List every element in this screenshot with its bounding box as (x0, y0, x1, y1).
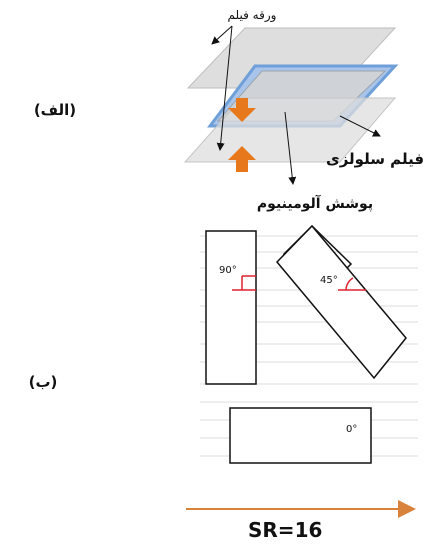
film-sheet-label: ورقه فیلم (227, 8, 277, 22)
cellulose-film-label: فیلم سلولزی (325, 150, 425, 168)
cellulose-leader (339, 115, 381, 137)
angle-45-label: 45° (320, 275, 338, 286)
part-b-label: (ب) (28, 373, 58, 391)
sr-label: SR=16 (248, 518, 322, 542)
angle-45-mark (338, 277, 366, 291)
angle-90-label: 90° (219, 265, 237, 276)
orientation-panel (200, 222, 418, 472)
sample-45-body (275, 224, 407, 380)
right-angle-mark (232, 275, 256, 291)
part-a-label: (الف) (33, 101, 77, 119)
angle-0-label: 0° (346, 424, 358, 435)
aluminum-coating-label: پوشش آلومینیوم (256, 196, 374, 212)
aluminum-leader (284, 111, 297, 185)
sample-90 (205, 230, 257, 385)
up-arrow-icon (228, 146, 256, 172)
film-sheet-leader-2 (216, 25, 233, 151)
film-sheet-leader-1 (211, 25, 233, 45)
down-arrow-icon (228, 98, 256, 122)
sr-label-text: SR=16 (248, 518, 323, 542)
sample-0 (229, 407, 372, 464)
film-stack-diagram (183, 25, 399, 185)
